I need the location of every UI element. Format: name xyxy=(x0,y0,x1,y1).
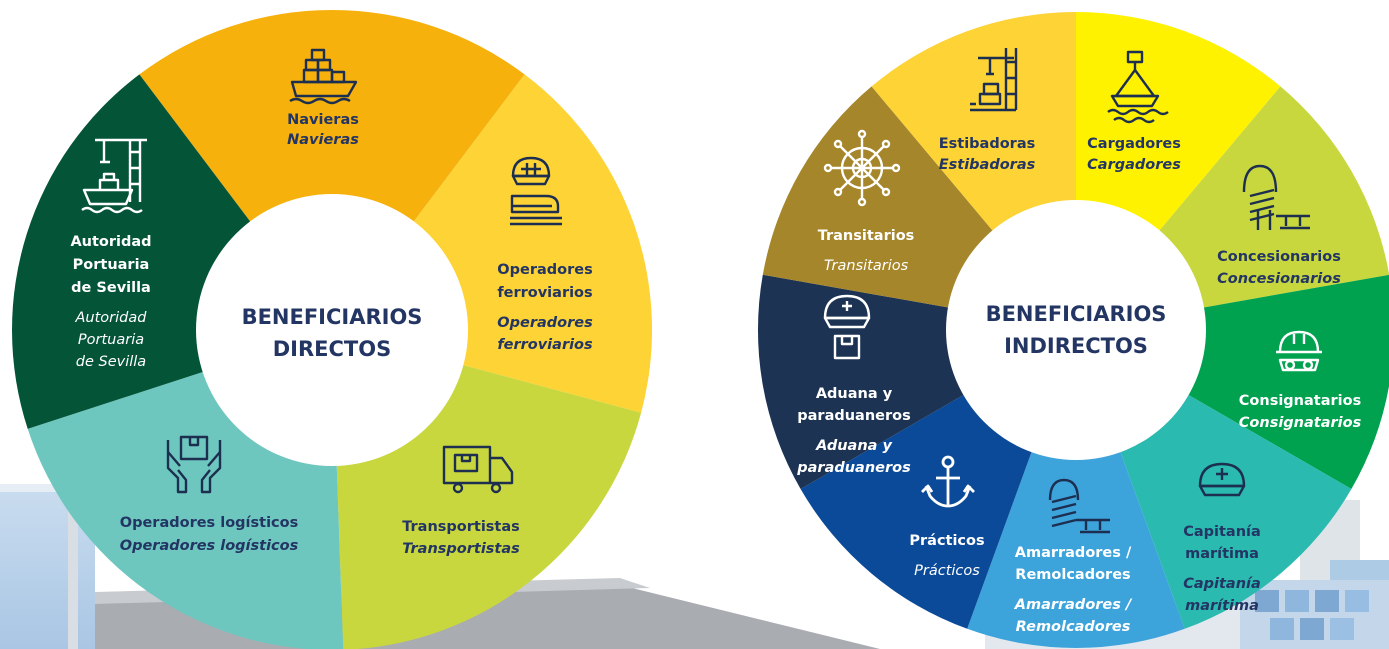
helmet-goggles-icon xyxy=(1276,330,1322,372)
autoridad-title-2: Portuaria xyxy=(73,257,150,273)
direct-label-navieras: Navieras Navieras xyxy=(287,112,359,148)
amarradores-subtitle-2: Remolcadores xyxy=(1016,619,1131,635)
estibadoras-title: Estibadoras xyxy=(939,136,1036,152)
indirect-label-practicos: Prácticos Prácticos xyxy=(909,533,984,579)
indirect-center-circle xyxy=(946,200,1206,460)
autoridad-subtitle-2: Portuaria xyxy=(78,332,144,348)
amarradores-title-2: Remolcadores xyxy=(1015,567,1130,583)
practicos-title: Prácticos xyxy=(909,533,984,549)
consignatarios-subtitle: Consignatarios xyxy=(1239,415,1362,431)
capitania-title-1: Capitanía xyxy=(1183,524,1261,540)
customs-officer-icon xyxy=(823,294,871,360)
aduana-title-2: paraduaneros xyxy=(797,408,911,424)
indirect-center-title-line1: BENEFICIARIOS xyxy=(986,302,1167,326)
transitarios-subtitle: Transitarios xyxy=(824,258,909,274)
rope-bollard-icon xyxy=(1242,164,1310,230)
aduana-subtitle-2: paraduaneros xyxy=(796,460,911,476)
indirect-label-cargadores: Cargadores Cargadores xyxy=(1087,136,1181,173)
transportistas-title: Transportistas xyxy=(402,519,520,535)
direct-label-operadores-logisticos: Operadores logísticos Operadores logísti… xyxy=(120,515,299,554)
navieras-title: Navieras xyxy=(287,112,359,128)
indirect-center-title-line2: INDIRECTOS xyxy=(1004,334,1148,358)
indirect-beneficiaries-diagram: BENEFICIARIOS INDIRECTOS xyxy=(757,12,1389,648)
logisticos-title: Operadores logísticos xyxy=(120,515,298,531)
capitania-subtitle-2: marítima xyxy=(1185,598,1259,614)
captain-hat-icon xyxy=(1198,462,1246,497)
train-operator-icon xyxy=(510,156,562,226)
autoridad-subtitle-1: Autoridad xyxy=(75,310,148,326)
cargo-ship-icon xyxy=(1107,50,1169,124)
indirect-label-consignatarios: Consignatarios Consignatarios xyxy=(1239,393,1362,431)
direct-center-circle xyxy=(196,194,468,466)
concesionarios-subtitle: Concesionarios xyxy=(1217,271,1341,287)
estibadoras-subtitle: Estibadoras xyxy=(939,157,1036,173)
consignatarios-title: Consignatarios xyxy=(1239,393,1361,409)
ferroviarios-subtitle-1: Operadores xyxy=(497,315,593,331)
indirect-label-aduana: Aduana y paraduaneros Aduana y paraduane… xyxy=(796,386,911,476)
autoridad-title-1: Autoridad xyxy=(70,234,151,250)
mooring-rope-icon xyxy=(1048,478,1110,534)
practicos-subtitle: Prácticos xyxy=(914,563,980,579)
indirect-label-transitarios: Transitarios Transitarios xyxy=(818,228,915,274)
capitania-subtitle-1: Capitanía xyxy=(1183,576,1261,592)
direct-beneficiaries-diagram: BENEFICIARIOS DIRECTOS xyxy=(12,9,653,649)
autoridad-subtitle-3: de Sevilla xyxy=(76,354,146,370)
logisticos-subtitle: Operadores logísticos xyxy=(120,538,299,554)
direct-label-transportistas: Transportistas Transportistas xyxy=(402,519,520,557)
indirect-label-capitania-maritima: Capitanía marítima Capitanía marítima xyxy=(1183,524,1261,614)
transitarios-title: Transitarios xyxy=(818,228,915,244)
aduana-title-1: Aduana y xyxy=(816,386,893,402)
anchor-icon xyxy=(921,455,975,508)
crane-container-icon xyxy=(970,48,1018,112)
truck-icon xyxy=(442,445,514,494)
indirect-label-estibadoras: Estibadoras Estibadoras xyxy=(939,136,1036,173)
amarradores-subtitle-1: Amarradores / xyxy=(1014,597,1133,613)
ferroviarios-title-2: ferroviarios xyxy=(497,285,592,301)
port-crane-ship-icon xyxy=(81,138,147,214)
indirect-label-amarradores: Amarradores / Remolcadores Amarradores /… xyxy=(1014,545,1133,635)
wedge-navieras xyxy=(139,9,525,331)
navieras-subtitle: Navieras xyxy=(287,132,359,148)
direct-label-operadores-ferroviarios: Operadores ferroviarios Operadores ferro… xyxy=(497,262,593,353)
ferroviarios-title-1: Operadores xyxy=(497,262,592,278)
ship-wheel-icon xyxy=(823,129,901,207)
amarradores-title-1: Amarradores / xyxy=(1015,545,1132,561)
autoridad-title-3: de Sevilla xyxy=(71,280,151,296)
cargadores-title: Cargadores xyxy=(1087,136,1181,152)
direct-center-title-line2: DIRECTOS xyxy=(273,337,391,361)
concesionarios-title: Concesionarios xyxy=(1217,249,1341,265)
package-hands-icon xyxy=(166,435,222,494)
aduana-subtitle-1: Aduana y xyxy=(815,438,892,454)
direct-center-title-line1: BENEFICIARIOS xyxy=(242,305,423,329)
ferroviarios-subtitle-2: ferroviarios xyxy=(497,337,593,353)
capitania-title-2: marítima xyxy=(1185,546,1259,562)
transportistas-subtitle: Transportistas xyxy=(402,541,520,557)
cargadores-subtitle: Cargadores xyxy=(1087,157,1181,173)
indirect-label-concesionarios: Concesionarios Concesionarios xyxy=(1217,249,1341,287)
direct-label-autoridad-portuaria: Autoridad Portuaria de Sevilla Autoridad… xyxy=(70,234,151,370)
ship-icon xyxy=(289,48,358,105)
